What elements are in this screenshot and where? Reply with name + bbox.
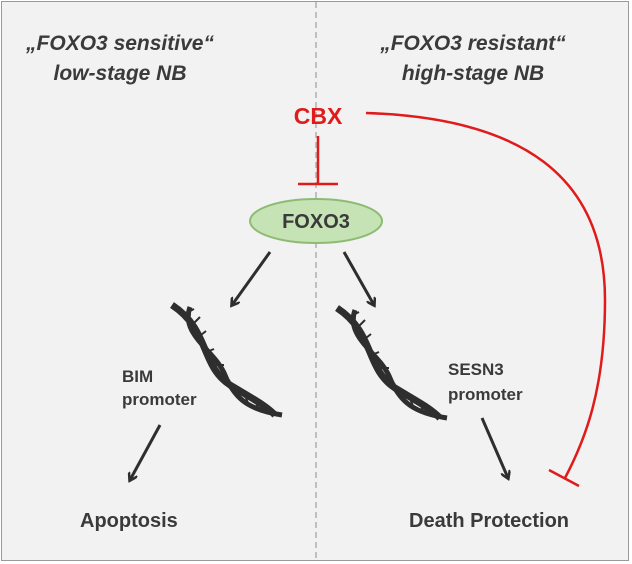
foxo3-label: FOXO3: [282, 211, 350, 233]
bim-label: BIM: [122, 367, 153, 386]
cbx-foxo3-inhibition: [298, 136, 338, 186]
cbx-label: CBX: [294, 103, 343, 129]
sesn3-label: SESN3: [448, 360, 504, 379]
dna-helix-sesn3-icon: [334, 305, 448, 421]
arrow-sesn3-to-protection: [480, 417, 508, 478]
cbx-protection-inhibition: [365, 111, 607, 488]
sesn3-promoter-label: promoter: [448, 385, 523, 404]
arrow-foxo3-to-sesn3: [342, 251, 374, 305]
right-heading-line1: „FOXO3 resistant“: [379, 32, 566, 55]
left-heading-line1: „FOXO3 sensitive“: [25, 32, 214, 55]
apoptosis-label: Apoptosis: [80, 510, 178, 532]
dna-helix-bim-icon: [169, 302, 283, 418]
arrow-foxo3-to-bim: [232, 251, 272, 305]
foxo3-node: [249, 198, 383, 244]
right-heading-line2: high-stage NB: [402, 62, 544, 85]
left-heading-line2: low-stage NB: [53, 62, 186, 85]
arrow-bim-to-apoptosis: [130, 424, 162, 480]
bim-promoter-label: promoter: [122, 390, 197, 409]
death-protection-label: Death Protection: [409, 510, 569, 532]
